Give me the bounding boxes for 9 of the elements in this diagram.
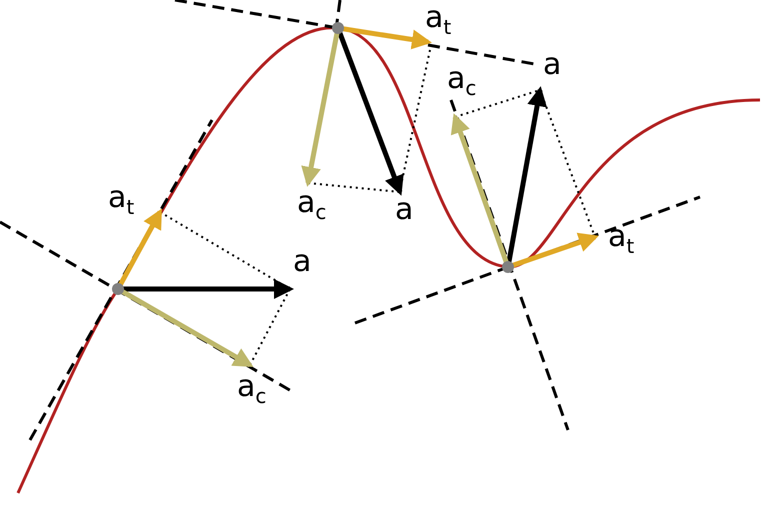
vector-label: a [293,247,312,277]
vector-label: a$_{t}$ [425,3,452,37]
vector-label: a$_{t}$ [108,183,134,217]
vector-label: a$_{c}$ [237,372,266,406]
vector-label: a [543,50,562,80]
vector-label: a$_{c}$ [447,64,476,98]
vector-label: a$_{t}$ [608,222,634,256]
vector-label: a$_{c}$ [297,188,326,222]
vector-label: a [395,195,414,225]
